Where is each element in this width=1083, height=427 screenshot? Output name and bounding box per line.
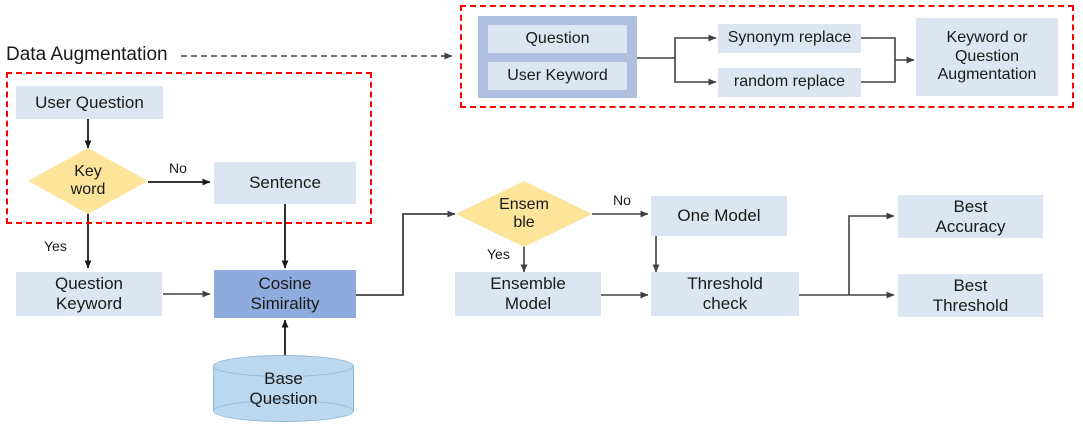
cylinder-top <box>213 355 354 377</box>
node-key-word-label: Key word <box>70 163 106 198</box>
node-synonym-replace[interactable]: Synonym replace <box>718 24 861 53</box>
node-sentence[interactable]: Sentence <box>214 162 356 204</box>
node-base-question[interactable]: Base Question <box>213 355 354 422</box>
node-aug-user-keyword[interactable]: User Keyword <box>488 62 627 90</box>
edge-label-keyword-no: No <box>169 160 187 176</box>
node-best-threshold[interactable]: Best Threshold <box>898 274 1043 317</box>
edge-label-keyword-yes: Yes <box>44 238 67 254</box>
node-base-question-label: Base Question <box>249 368 318 408</box>
node-threshold-check[interactable]: Threshold check <box>651 272 799 316</box>
edge-threshold-to-best-accuracy <box>848 212 895 295</box>
augmentation-detail-region <box>460 5 1074 108</box>
page-title: Data Augmentation <box>6 44 168 65</box>
node-ensemble-label: Ensem ble <box>499 196 549 231</box>
node-one-model[interactable]: One Model <box>651 196 787 236</box>
edge-label-ensemble-no: No <box>613 192 631 208</box>
edge-cosine-to-ensemble <box>356 210 456 296</box>
node-cosine-similarity[interactable]: Cosine Simirality <box>214 270 356 318</box>
node-best-accuracy[interactable]: Best Accuracy <box>898 195 1043 238</box>
cylinder-bottom <box>213 400 354 422</box>
node-random-replace[interactable]: random replace <box>718 68 861 97</box>
node-keyword-or-question-augmentation[interactable]: Keyword or Question Augmentation <box>916 18 1058 96</box>
node-user-question[interactable]: User Question <box>16 86 163 119</box>
node-ensemble-decision[interactable]: Ensem ble <box>456 181 592 247</box>
node-ensemble-model[interactable]: Ensemble Model <box>455 272 601 316</box>
node-question-keyword[interactable]: Question Keyword <box>16 272 162 316</box>
node-key-word-decision[interactable]: Key word <box>28 148 148 214</box>
node-aug-question[interactable]: Question <box>488 25 627 53</box>
data-augmentation-region <box>6 72 372 224</box>
edge-label-ensemble-yes: Yes <box>487 246 510 262</box>
